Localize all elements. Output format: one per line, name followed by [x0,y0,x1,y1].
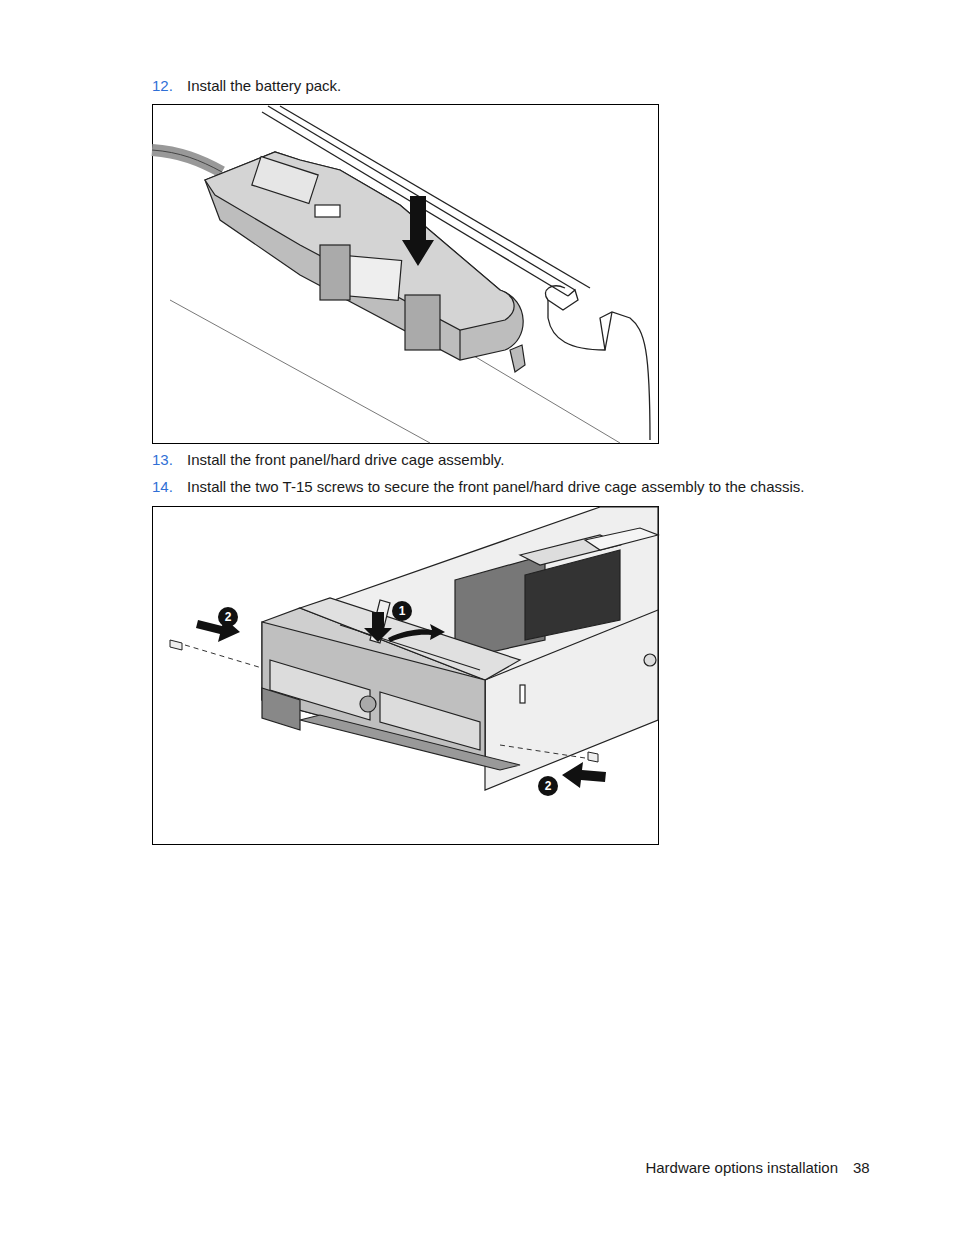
callout-number: 1 [392,601,412,621]
battery-cable-edge [152,150,222,172]
step-number: 12. [152,77,173,95]
battery-pack [205,152,525,372]
callout-arrow [388,624,445,642]
step-number: 14. [152,478,173,496]
step-number: 13. [152,451,173,469]
step-text: Install the two T-15 screws to secure th… [187,478,805,496]
insert-arrow [402,196,434,266]
callout-arrow [562,762,606,788]
screw-path [185,645,585,758]
rail [170,106,650,443]
callout-number: 2 [538,776,558,796]
step-text: Install the front panel/hard drive cage … [187,451,504,469]
page-number: 38 [853,1159,870,1177]
t15-screw [170,640,598,762]
callout-number: 2 [218,607,238,627]
callout-arrow [364,612,392,642]
figure-frame [153,105,659,444]
footer-text: Hardware options installation [645,1159,838,1177]
drive-cage-assembly [262,598,520,770]
step-text: Install the battery pack. [187,77,341,95]
figure-frame [153,507,659,845]
battery-cable [152,150,222,172]
